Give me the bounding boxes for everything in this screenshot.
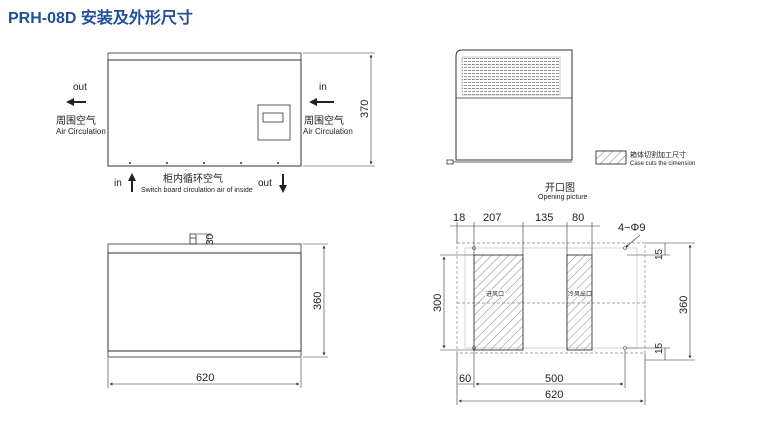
controller-panel [257, 104, 291, 141]
opening-view: 开口图 Opening picture 进风口 冷风出口 18 207 135 … [432, 182, 695, 405]
vent-grille [461, 56, 561, 96]
front-view: out 周围空气 Air Circulation in 周围空气 Air Cir… [56, 52, 375, 194]
screw-dot [166, 162, 168, 164]
opening-title-cn: 开口图 [545, 182, 575, 194]
top-view-bottom-lip [107, 350, 302, 358]
right-air-cn: 周围空气 [304, 114, 344, 127]
dim-620-opening-label: 620 [545, 389, 563, 401]
side-foot [446, 159, 454, 165]
dim-60-label: 60 [459, 373, 471, 385]
screw-dot [203, 162, 205, 164]
inlet-opening [473, 254, 524, 351]
dim-15-top-label: 15 [654, 248, 665, 260]
outlet-label: 冷风出口 [568, 290, 592, 298]
bottom-air-cn: 柜内循环空气 [163, 172, 223, 185]
mount-hole-icon [623, 346, 627, 350]
bottom-air-en: Switch board circulation air of inside [141, 187, 253, 194]
controller-display [262, 112, 284, 123]
legend-hatch-swatch [595, 150, 627, 165]
dim-18-label: 18 [453, 212, 465, 224]
top-view-body [107, 252, 302, 352]
screw-dot [129, 162, 131, 164]
legend-cn: 箱体切割加工尺寸 [630, 150, 686, 159]
outlet-opening [566, 254, 593, 351]
dim-30-label: 30 [205, 233, 216, 245]
inlet-label-bg [485, 289, 505, 297]
inlet-label: 进风口 [486, 290, 504, 298]
dim-360-label: 360 [312, 292, 324, 310]
bottom-out-arrow-icon [279, 174, 287, 193]
hole-spec-label: 4−Φ9 [618, 222, 645, 234]
screw-dot [240, 162, 242, 164]
case-outline [456, 242, 646, 354]
bottom-in-label: in [114, 178, 122, 189]
right-in-arrow-icon [309, 98, 334, 106]
dim-370-label: 370 [359, 100, 371, 118]
bottom-out-label: out [258, 178, 272, 189]
left-out-arrow-icon [66, 98, 86, 106]
hole-leader [625, 234, 641, 248]
opening-title-en: Opening picture [538, 194, 588, 201]
left-air-en: Air Circulation [56, 127, 106, 136]
outlet-label-bg [568, 289, 591, 297]
mount-hole-icon [623, 246, 627, 250]
dim-300-label: 300 [432, 294, 444, 312]
page-title: PRH-08D 安装及外形尺寸 [8, 10, 193, 27]
dim-80-label: 80 [572, 212, 584, 224]
bottom-in-arrow-icon [128, 173, 136, 192]
dim-360-right-label: 360 [678, 296, 690, 314]
dim-500-label: 500 [545, 373, 563, 385]
side-view: 箱体切割加工尺寸 Case cuts the cimension [446, 49, 695, 167]
left-air-cn: 周围空气 [56, 114, 96, 127]
dim-207-label: 207 [483, 212, 501, 224]
top-connector [189, 233, 197, 245]
inner-outline [464, 247, 638, 349]
front-top-lip [107, 52, 302, 61]
dim-135-label: 135 [535, 212, 553, 224]
right-in-label: in [319, 82, 327, 93]
right-air-en: Air Circulation [303, 127, 353, 136]
screw-dot [277, 162, 279, 164]
top-view: 30 360 620 [107, 233, 328, 388]
dim-620-label: 620 [196, 372, 214, 384]
dim-15-bottom-label: 15 [654, 342, 665, 354]
legend-en: Case cuts the cimension [630, 161, 695, 167]
left-out-label: out [73, 82, 87, 93]
